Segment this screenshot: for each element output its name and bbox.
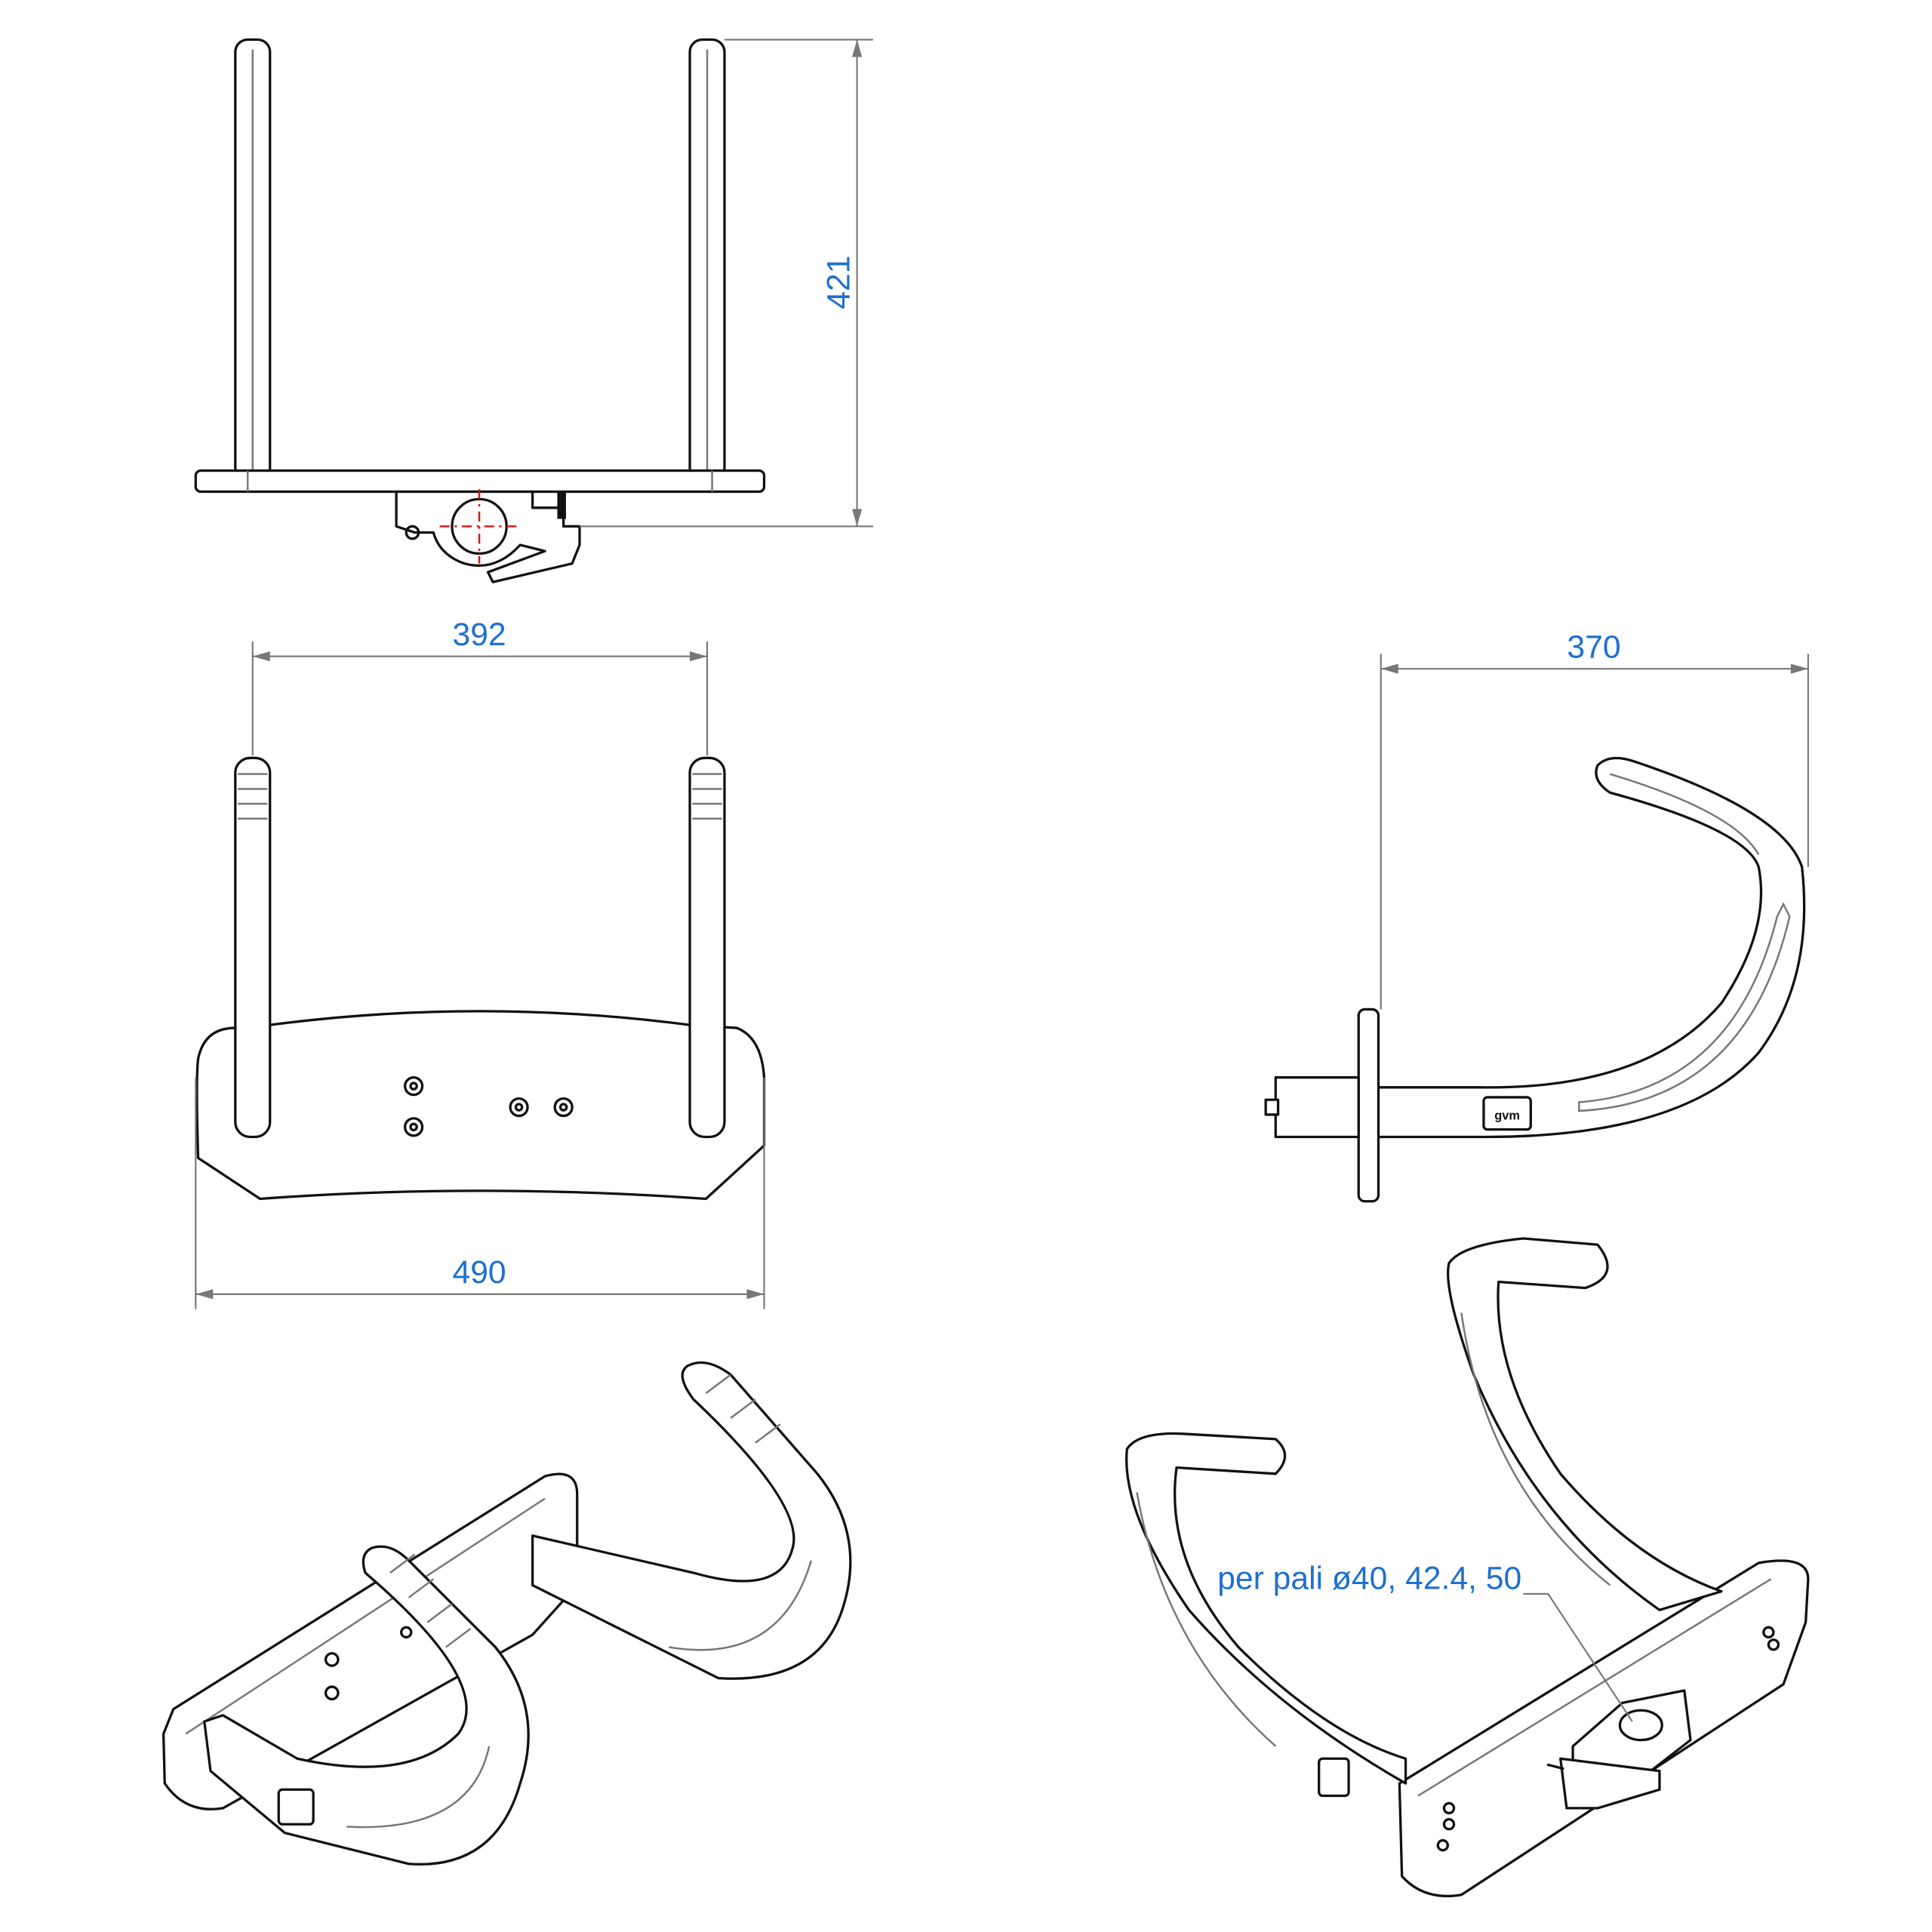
post-spacing-label: 392 <box>452 617 506 653</box>
base-plate <box>194 469 766 494</box>
isometric-view-right: per pali ø40, 42.4, 50 <box>1125 1237 1810 1898</box>
side-view: gvm 370 <box>1264 629 1809 1203</box>
plate-width-label: 490 <box>452 1254 506 1291</box>
mount-plate <box>1357 1008 1380 1203</box>
dimension-post-spacing: 392 <box>251 617 709 756</box>
clamp-callout: per pali ø40, 42.4, 50 <box>1217 1560 1633 1722</box>
left-post <box>234 756 272 1139</box>
dimension-plate-width: 490 <box>195 1077 765 1309</box>
pole-diameter-note: per pali ø40, 42.4, 50 <box>1217 1560 1521 1596</box>
mounting-holes <box>403 1076 574 1137</box>
pole-clamp <box>1274 1076 1360 1139</box>
front-elevation-view: 421 <box>194 38 873 583</box>
hook-arm <box>1377 756 1806 1139</box>
pole-clamp <box>395 489 581 583</box>
logo: gvm <box>1482 1096 1532 1131</box>
height-dimension-label: 421 <box>821 256 857 309</box>
isometric-view-left <box>162 1361 852 1866</box>
plate-outline <box>195 1010 766 1201</box>
dimension-reach: 370 <box>1380 629 1809 1010</box>
pole-clamp <box>1546 1689 1692 1810</box>
svg-text:gvm: gvm <box>1494 1109 1520 1122</box>
right-post <box>688 756 726 1139</box>
reach-label: 370 <box>1567 629 1620 665</box>
top-view: 392 490 <box>195 617 766 1309</box>
dimension-height: 421 <box>580 38 873 528</box>
